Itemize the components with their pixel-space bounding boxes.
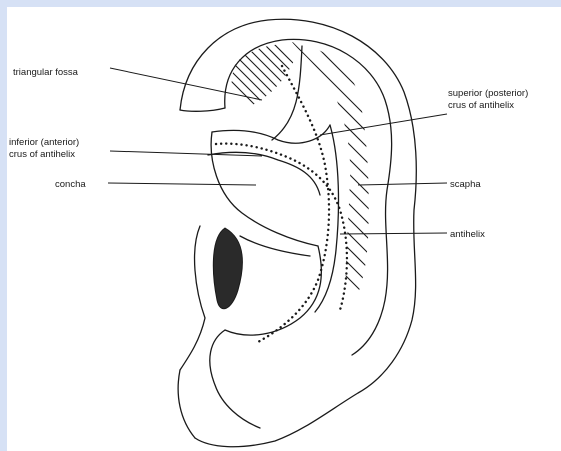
tragus — [180, 226, 205, 370]
leader-superior-crus — [320, 114, 447, 135]
leader-antihelix — [340, 233, 447, 234]
label-superior-crus-line2: crus of antihelix — [448, 100, 514, 111]
label-inferior-crus-line2: crus of antihelix — [9, 149, 75, 160]
helix-anterior-edge — [180, 108, 225, 111]
inferior-crus-lower-edge — [208, 152, 320, 195]
antitragus — [210, 330, 260, 428]
label-antihelix: antihelix — [450, 229, 485, 240]
lobule — [178, 370, 195, 438]
label-triangular-fossa: triangular fossa — [13, 67, 79, 78]
intertragic-notch — [240, 236, 310, 256]
helix-inner-rim — [225, 39, 392, 355]
ear-canal-icon — [213, 228, 242, 309]
antihelix-edge — [315, 125, 338, 312]
inferior-crus-upper-edge — [212, 125, 330, 143]
superior-crus-dotted-line — [258, 66, 329, 342]
leader-concha — [108, 183, 256, 185]
label-scapha: scapha — [450, 179, 481, 190]
label-superior-crus-line1: superior (posterior) — [448, 88, 528, 99]
label-inferior-crus-line1: inferior (anterior) — [9, 137, 79, 148]
ear-outline — [178, 19, 416, 446]
leader-scapha — [358, 183, 447, 185]
leader-triangular-fossa — [110, 68, 262, 100]
helix-outer-rim — [180, 19, 416, 446]
label-concha: concha — [55, 179, 86, 190]
triangular-fossa-hatching — [180, 30, 360, 130]
